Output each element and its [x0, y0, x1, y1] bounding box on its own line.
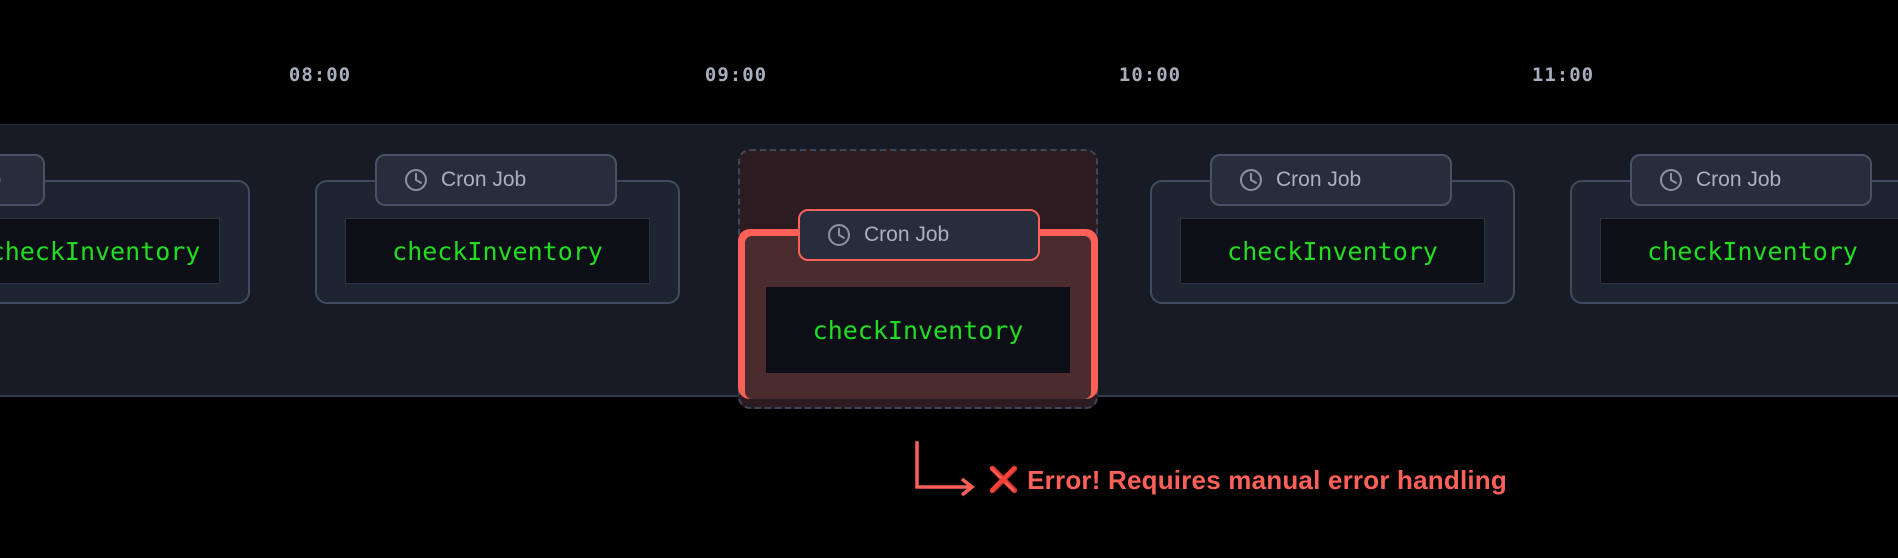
error-cross-icon: ❌	[988, 466, 1020, 494]
job-slot[interactable]: checkInventory Cron Job	[1570, 124, 1898, 394]
clock-icon	[828, 224, 850, 246]
cron-job-badge[interactable]: Cron Job	[0, 154, 45, 206]
job-function-name: checkInventory	[766, 287, 1070, 373]
cron-job-badge-label: Cron Job	[864, 223, 950, 246]
timeline-tick-label: 11:00	[1531, 64, 1595, 86]
cron-job-badge[interactable]: Cron Job	[1210, 154, 1452, 206]
timeline-axis: 08:00 09:00 10:00 11:00	[0, 0, 1898, 124]
job-function-name: checkInventory	[345, 218, 650, 284]
error-callout: ❌ Error! Requires manual error handling	[912, 440, 1507, 502]
callout-text: ❌ Error! Requires manual error handling	[988, 465, 1507, 496]
cron-job-badge[interactable]: Cron Job	[375, 154, 617, 206]
job-function-name: checkInventory	[1600, 218, 1898, 284]
job-function-name: checkInventory	[1180, 218, 1485, 284]
clock-icon	[405, 169, 427, 191]
cron-job-badge[interactable]: Cron Job	[1630, 154, 1872, 206]
error-message: Error! Requires manual error handling	[1027, 465, 1507, 495]
clock-icon	[1240, 169, 1262, 191]
job-slot[interactable]: checkInventory Cron Job	[738, 124, 1098, 409]
cron-job-badge-label: Cron Job	[0, 168, 1, 192]
job-slot[interactable]: checkInventory Cron Job	[0, 124, 250, 394]
timeline-tick-label: 08:00	[288, 64, 352, 86]
job-function-name: checkInventory	[0, 218, 220, 284]
cron-job-badge[interactable]: Cron Job	[798, 209, 1040, 261]
timeline-tick-label: 10:00	[1118, 64, 1182, 86]
cron-job-badge-label: Cron Job	[1276, 168, 1362, 191]
cron-job-badge-label: Cron Job	[441, 168, 527, 191]
callout-arrow-icon	[915, 441, 975, 497]
job-card-error[interactable]: checkInventory	[738, 229, 1098, 399]
job-slot[interactable]: checkInventory Cron Job	[1150, 124, 1515, 394]
cron-job-badge-label: Cron Job	[1696, 168, 1782, 191]
clock-icon	[1660, 169, 1682, 191]
timeline-tick-label: 09:00	[704, 64, 768, 86]
job-card[interactable]: checkInventory	[0, 180, 250, 304]
job-slot[interactable]: checkInventory Cron Job	[315, 124, 680, 394]
